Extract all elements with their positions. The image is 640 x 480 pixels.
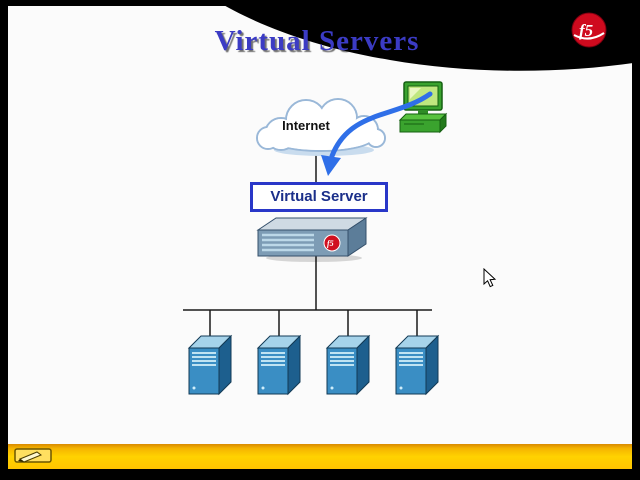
appliance-f5-badge xyxy=(323,234,341,252)
bigip-appliance-icon: f5 xyxy=(256,217,368,262)
internet-label: Internet xyxy=(282,118,330,133)
mouse-cursor-icon xyxy=(483,268,497,288)
swoosh-shape xyxy=(215,0,640,71)
f5-logo-icon: f5 xyxy=(571,12,607,48)
pen-tool-icon[interactable] xyxy=(14,447,54,465)
slide-title: Virtual Servers xyxy=(214,25,420,57)
internet-cloud-icon: Internet xyxy=(246,94,396,158)
virtual-server-label: Virtual Server xyxy=(270,188,368,205)
server-icon-2 xyxy=(256,334,302,396)
annotation-toolbar xyxy=(8,444,632,469)
virtual-server-box: Virtual Server xyxy=(250,182,388,212)
server-icon-1 xyxy=(187,334,233,396)
appliance-f5-badge-text: f5 xyxy=(327,239,334,248)
server-icon-3 xyxy=(325,334,371,396)
server-icon-4 xyxy=(394,334,440,396)
f5-logo-text: f5 xyxy=(579,21,594,40)
client-computer-icon xyxy=(398,81,448,134)
